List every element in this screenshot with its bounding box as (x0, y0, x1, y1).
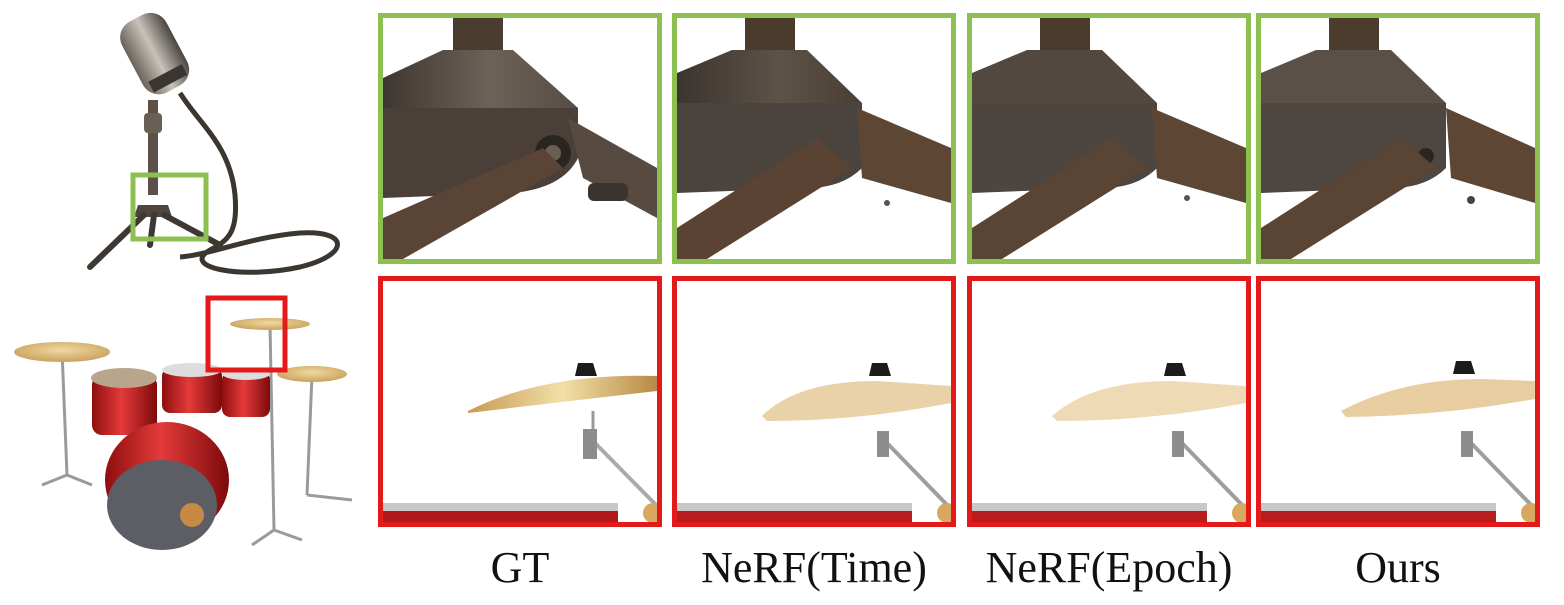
microphone-crop-gt (378, 13, 662, 264)
column-label-gt: GT (490, 543, 550, 592)
drum-crop-ours (1256, 276, 1540, 527)
column-label-ours: Ours (1355, 543, 1441, 592)
drum-kit-overview-image (12, 290, 362, 580)
column-label-nerf-epoch: NeRF(Epoch) (985, 543, 1233, 592)
microphone-crop-nerf-epoch (967, 13, 1251, 264)
microphone-crop-nerf-time (672, 13, 956, 264)
drum-crop-nerf-time (672, 276, 956, 527)
microphone-crop-ours (1256, 13, 1540, 264)
drum-crop-nerf-epoch (967, 276, 1251, 527)
column-label-nerf-time: NeRF(Time) (701, 543, 927, 592)
microphone-overview-image (60, 5, 360, 280)
drum-crop-gt (378, 276, 662, 527)
